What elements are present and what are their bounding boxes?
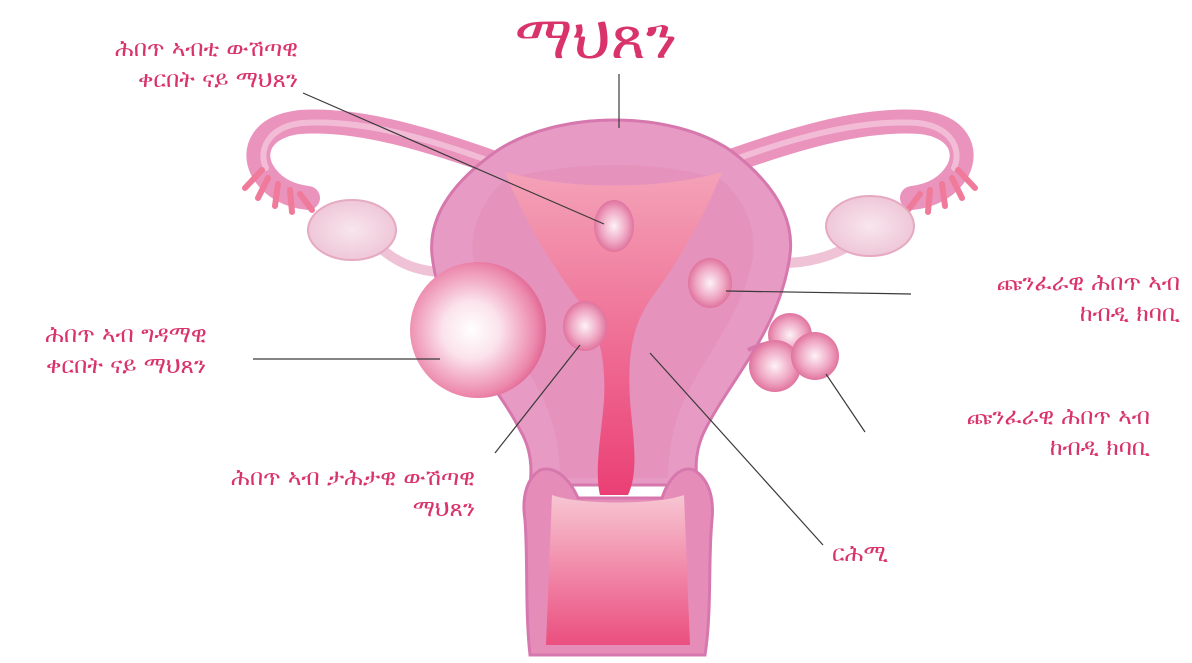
label-intramural-lower-line1: ሕበጥ ኣብ ታሕታዊ ውሽጣዊ — [130, 463, 475, 494]
label-ovarian-right-top-line2: ከብዲ ክባቢ — [918, 299, 1180, 330]
label-cervix-line1: ርሕሚ — [832, 539, 888, 570]
label-ovarian-right-bottom-line2: ከብዲ ክባቢ — [875, 433, 1150, 464]
intramural-fibroid-lower — [563, 301, 607, 351]
label-submucosal-top: ሕበጥ ኣብቲ ውሽጣዊ ቀርበት ናይ ማህጸን — [20, 34, 298, 96]
ovary-left — [308, 200, 396, 260]
intramural-fibroid-right — [688, 258, 732, 308]
label-intramural-lower: ሕበጥ ኣብ ታሕታዊ ውሽጣዊ ማህጸን — [130, 463, 475, 525]
leader-line-ovarian-right-bottom — [826, 374, 865, 432]
label-ovarian-right-top: ጩንፈራዊ ሕበጥ ኣብ ከብዲ ክባቢ — [918, 268, 1180, 330]
label-ovarian-right-bottom-line1: ጩንፈራዊ ሕበጥ ኣብ — [875, 402, 1150, 433]
label-intramural-lower-line2: ማህጸን — [130, 494, 475, 525]
label-ovarian-right-bottom: ጩንፈራዊ ሕበጥ ኣብ ከብዲ ክባቢ — [875, 402, 1150, 464]
subserosal-fibroid-large — [410, 262, 546, 398]
label-cervix: ርሕሚ — [832, 539, 888, 570]
submucosal-fibroid-top — [594, 200, 634, 252]
label-subserosal-line1: ሕበጥ ኣብ ግዳማዊ — [0, 320, 252, 351]
label-submucosal-top-line1: ሕበጥ ኣብቲ ውሽጣዊ — [20, 34, 298, 65]
label-ovarian-right-top-line1: ጩንፈራዊ ሕበጥ ኣብ — [918, 268, 1180, 299]
vaginal-canal — [546, 495, 690, 645]
label-subserosal: ሕበጥ ኣብ ግዳማዊ ቀርበት ናይ ማህጸን — [0, 320, 252, 382]
label-subserosal-line2: ቀርበት ናይ ማህጸን — [0, 351, 252, 382]
label-submucosal-top-line2: ቀርበት ናይ ማህጸን — [20, 65, 298, 96]
ovary-right — [826, 196, 914, 256]
